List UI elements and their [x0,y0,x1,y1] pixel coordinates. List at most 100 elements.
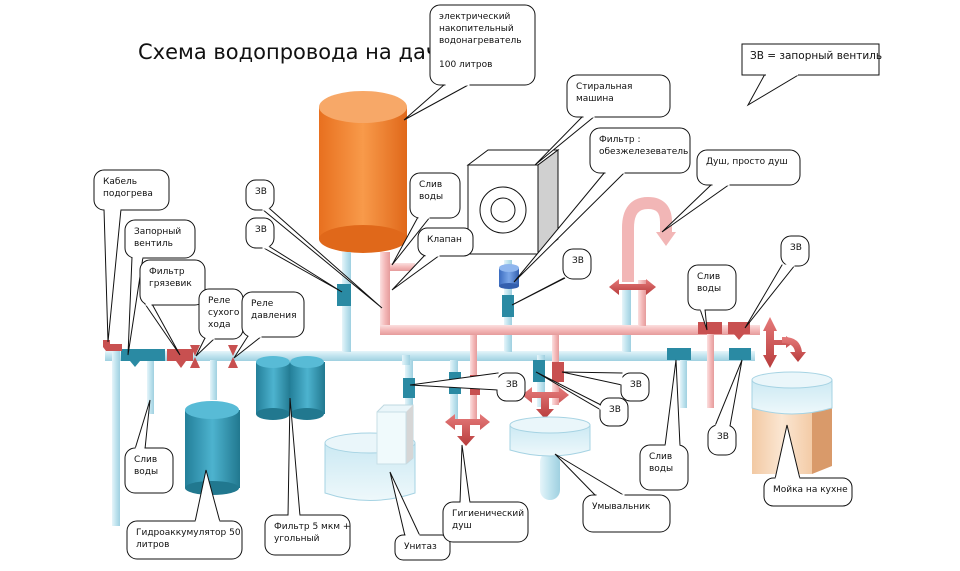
callout-text: Фильтр : [599,135,641,145]
pressure-accumulator [185,401,240,495]
callout-box [687,264,737,311]
callout-iron-filter: Фильтр :обезжелезеватель [513,127,691,283]
callout-heater: электрический накопительный водонагревател… [403,4,536,121]
callout-washing-machine: Стиральная машина [534,74,671,166]
callout-cold-drain-right: Слив воды [639,359,689,491]
callout-pointer [144,303,181,356]
callout-box [139,259,206,306]
callout-box [93,169,170,211]
callout-text: Слив [134,455,157,465]
callout-pointer [260,246,343,293]
callout-text: машина [576,94,614,104]
callout-zv-kitchen-cold: ЗВ [707,359,743,456]
washing-machine [466,149,560,255]
callout-box [639,444,689,491]
toilet [324,404,416,501]
callout-text: душ [452,521,472,531]
callout-box [442,501,529,543]
callout-text: Мойка на кухне [773,485,848,495]
callout-pointer [103,208,122,343]
callout-zv-kitchen-hot: ЗВ [744,235,810,329]
callout-text: подогрева [103,189,153,199]
callout-box [394,534,451,561]
callout-text: воды [649,464,673,474]
callout-text: Фильтр 5 мкм + [274,522,350,532]
callout-heater-drain: Слив воды [391,172,461,266]
callout-text: Реле [208,296,231,306]
legend-callout: ЗВ = запорный вентиль [741,43,882,107]
callout-text: литров [136,540,169,550]
callout-zv-2: ЗВ [245,217,343,293]
relay-icons [190,345,238,368]
callout-box [696,149,801,186]
callout-text: ЗВ [630,380,642,390]
callout-text: Унитаз [404,542,437,552]
callout-text: хода [208,320,231,330]
callout-box [429,4,536,86]
callout-shower: Душ, просто душ [661,149,801,233]
callout-box [620,372,650,402]
callout-text: Слив [419,180,442,190]
callout-pointer [661,183,732,233]
callout-pointer [134,399,151,450]
diagram-title: Схема водопровода на даче [138,40,452,64]
callout-pointer [459,444,471,504]
callout-box [417,227,474,257]
callout-text: Стиральная [576,82,632,92]
callout-box [245,217,275,249]
callout-text: ЗВ [255,187,267,197]
callout-box [124,447,174,494]
callout-box [409,172,461,219]
callout-toilet: Унитаз [389,471,451,561]
callout-text: Реле [251,299,274,309]
callout-text: угольный [274,534,320,544]
callout-text: ЗВ [717,432,729,442]
callout-text: грязевик [149,279,192,289]
callout-box [562,248,592,280]
callout-text: Слив [649,452,672,462]
callout-box [566,74,671,118]
callout-text: 100 литров [439,60,492,70]
callout-zv-toilet: ЗВ [409,372,526,402]
kitchen-sink [751,371,833,474]
callout-text: Клапан [427,235,462,245]
callout-pointer [664,359,681,447]
callout-zv-softener: ЗВ [511,248,592,306]
callout-kitchen-sink: Мойка на кухне [763,424,853,507]
callout-zv-basin-cold: ЗВ [535,371,629,427]
iron-filter-cartridge [499,264,519,289]
callout-text: ЗВ [255,225,267,235]
callout-text: давления [251,311,296,321]
callout-pointer [714,359,743,427]
callout-fine-filter: Фильтр 5 мкм + угольный [264,397,351,556]
callout-text: электрический [439,12,511,22]
callout-text: воды [134,467,158,477]
callout-heater-valve: Клапан [391,227,474,291]
callout-pressure-relay: Реле давления [233,291,305,359]
callout-text: ЗВ [506,380,518,390]
callout-box [589,127,691,174]
callout-hygienic-shower: Гигиенический душ [442,444,529,543]
callout-text: сухого [208,308,240,318]
mixer-taps [445,279,806,446]
legend-text: ЗВ = запорный вентиль [750,50,882,62]
callout-left-drain: Слив воды [124,399,174,494]
callout-box [241,291,305,338]
callout-text: водонагреватель [439,36,522,46]
fine-filter-pair [256,356,325,420]
hot-fittings [103,322,750,395]
callout-pointer [511,277,566,306]
callout-box [264,514,351,556]
callout-box [763,477,853,507]
callout-pointer [561,371,623,386]
callout-text: накопительный [439,24,514,34]
callout-text: Гигиенический [452,509,524,519]
callout-box [126,520,243,560]
callout-box [599,397,629,427]
callout-text: воды [419,192,443,202]
callout-text: вентиль [134,239,173,249]
callout-text: Душ, просто душ [706,157,788,167]
